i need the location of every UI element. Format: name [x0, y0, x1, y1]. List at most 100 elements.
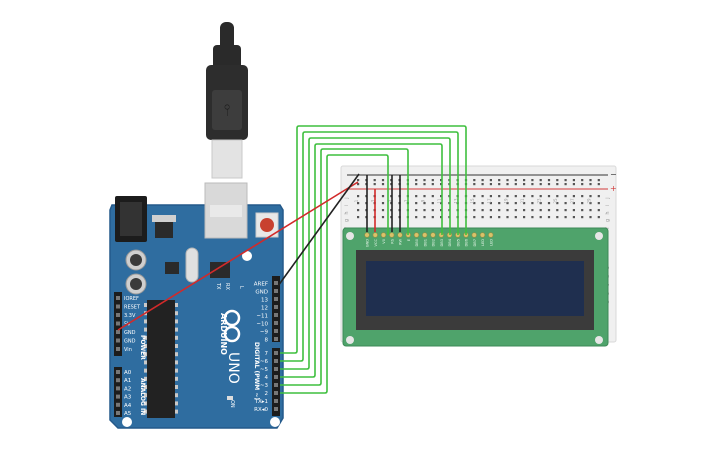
- breadboard-hole[interactable]: [572, 183, 575, 186]
- breadboard-hole[interactable]: [514, 179, 517, 182]
- header-pin[interactable]: [274, 383, 278, 387]
- header-pin[interactable]: [274, 407, 278, 411]
- lcd-pin[interactable]: [364, 232, 370, 238]
- breadboard-hole[interactable]: [357, 216, 360, 219]
- breadboard-hole[interactable]: [357, 195, 360, 198]
- breadboard-hole[interactable]: [581, 195, 584, 198]
- header-pin[interactable]: [274, 375, 278, 379]
- breadboard-hole[interactable]: [597, 209, 600, 212]
- breadboard-hole[interactable]: [589, 195, 592, 198]
- breadboard-hole[interactable]: [597, 216, 600, 219]
- breadboard-hole[interactable]: [564, 195, 567, 198]
- breadboard-hole[interactable]: [514, 202, 517, 205]
- breadboard-hole[interactable]: [597, 202, 600, 205]
- wire-5v-red[interactable]: [117, 181, 359, 331]
- lcd-pin[interactable]: [422, 232, 428, 238]
- breadboard-hole[interactable]: [357, 179, 360, 182]
- breadboard-hole[interactable]: [539, 195, 542, 198]
- breadboard-hole[interactable]: [423, 195, 426, 198]
- breadboard-hole[interactable]: [547, 195, 551, 198]
- breadboard-hole[interactable]: [431, 179, 434, 182]
- breadboard-hole[interactable]: [581, 216, 584, 219]
- header-pin[interactable]: [274, 313, 278, 317]
- breadboard-hole[interactable]: [473, 202, 476, 205]
- breadboard-hole[interactable]: [423, 209, 426, 212]
- breadboard-hole[interactable]: [581, 183, 584, 186]
- header-pin[interactable]: [274, 367, 278, 371]
- breadboard-hole[interactable]: [473, 216, 476, 219]
- breadboard-hole[interactable]: [357, 183, 360, 186]
- breadboard-hole[interactable]: [572, 209, 575, 212]
- breadboard-hole[interactable]: [531, 195, 534, 198]
- breadboard-hole[interactable]: [531, 183, 534, 186]
- lcd-screen[interactable]: [366, 261, 584, 316]
- breadboard-hole[interactable]: [373, 179, 376, 182]
- breadboard-hole[interactable]: [556, 216, 559, 219]
- breadboard-hole[interactable]: [381, 183, 385, 186]
- lcd-pin[interactable]: [389, 232, 395, 238]
- header-pin[interactable]: [116, 370, 120, 374]
- breadboard-hole[interactable]: [506, 179, 509, 182]
- breadboard-hole[interactable]: [423, 202, 426, 205]
- breadboard-hole[interactable]: [431, 195, 434, 198]
- breadboard-hole[interactable]: [506, 216, 509, 219]
- breadboard-hole[interactable]: [440, 195, 443, 198]
- wire-db7[interactable]: [280, 154, 389, 394]
- header-pin[interactable]: [274, 289, 278, 293]
- breadboard-hole[interactable]: [589, 202, 592, 205]
- breadboard-hole[interactable]: [498, 202, 501, 205]
- breadboard-hole[interactable]: [440, 209, 443, 212]
- breadboard-hole[interactable]: [597, 195, 600, 198]
- lcd-pin[interactable]: [488, 232, 494, 238]
- breadboard-hole[interactable]: [440, 179, 443, 182]
- breadboard-hole[interactable]: [514, 195, 517, 198]
- breadboard-hole[interactable]: [440, 202, 443, 205]
- breadboard-hole[interactable]: [597, 183, 600, 186]
- breadboard-hole[interactable]: [547, 183, 551, 186]
- breadboard-hole[interactable]: [481, 183, 484, 186]
- wire-e[interactable]: [280, 131, 459, 362]
- wire-rs[interactable]: [280, 125, 467, 354]
- lcd-pin[interactable]: [380, 232, 387, 238]
- breadboard-hole[interactable]: [572, 216, 575, 219]
- header-pin[interactable]: [274, 281, 278, 285]
- breadboard-hole[interactable]: [381, 209, 385, 212]
- header-pin[interactable]: [116, 347, 120, 351]
- header-pin[interactable]: [116, 378, 120, 383]
- breadboard-hole[interactable]: [539, 216, 542, 219]
- header-pin[interactable]: [116, 296, 120, 300]
- header-pin[interactable]: [274, 337, 278, 341]
- breadboard-hole[interactable]: [473, 179, 476, 182]
- breadboard-hole[interactable]: [498, 179, 501, 182]
- breadboard-hole[interactable]: [481, 179, 484, 182]
- breadboard-hole[interactable]: [415, 179, 418, 182]
- breadboard-hole[interactable]: [506, 183, 509, 186]
- breadboard-hole[interactable]: [489, 202, 492, 205]
- lcd-pin[interactable]: [479, 232, 486, 238]
- lcd-pin[interactable]: [471, 232, 477, 238]
- breadboard-hole[interactable]: [514, 216, 517, 219]
- breadboard-hole[interactable]: [506, 209, 509, 212]
- breadboard-hole[interactable]: [539, 202, 542, 205]
- breadboard-hole[interactable]: [481, 202, 484, 205]
- header-pin[interactable]: [116, 330, 120, 334]
- breadboard-hole[interactable]: [572, 202, 575, 205]
- breadboard-hole[interactable]: [498, 216, 501, 219]
- breadboard-hole[interactable]: [523, 195, 526, 198]
- breadboard-hole[interactable]: [572, 179, 575, 182]
- breadboard-hole[interactable]: [473, 183, 476, 186]
- breadboard-hole[interactable]: [489, 216, 492, 219]
- breadboard-hole[interactable]: [423, 179, 426, 182]
- power-wires[interactable]: [117, 173, 401, 331]
- header-pin[interactable]: [116, 411, 120, 415]
- breadboard-hole[interactable]: [523, 183, 526, 186]
- breadboard-hole[interactable]: [489, 209, 492, 212]
- breadboard-hole[interactable]: [523, 209, 526, 212]
- breadboard-hole[interactable]: [531, 202, 534, 205]
- breadboard-hole[interactable]: [589, 209, 592, 212]
- breadboard-hole[interactable]: [431, 209, 434, 212]
- breadboard-hole[interactable]: [556, 183, 559, 186]
- breadboard-hole[interactable]: [481, 216, 484, 219]
